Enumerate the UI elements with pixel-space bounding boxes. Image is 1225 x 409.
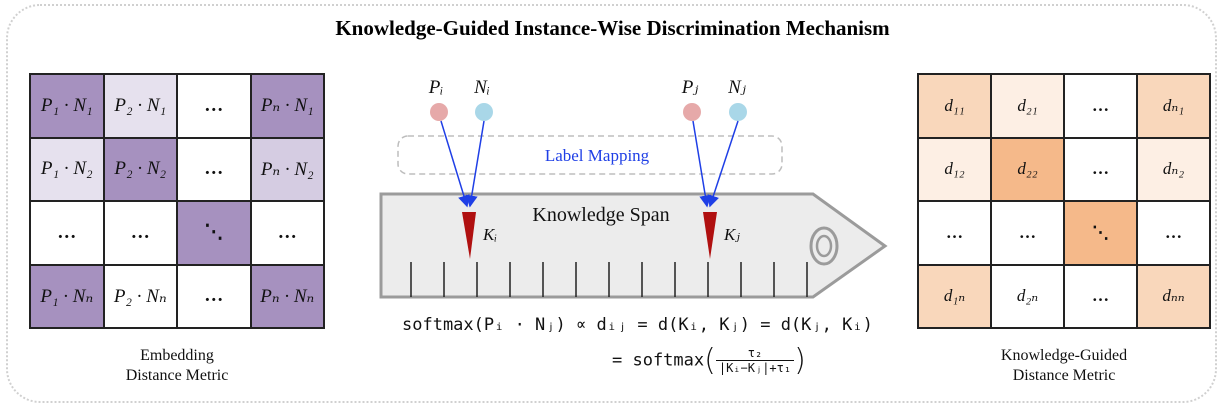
node-p-i-label: Pᵢ [428, 77, 444, 98]
embedding-caption: Embedding Distance Metric [29, 346, 325, 386]
outer-frame [6, 4, 1217, 403]
k-i-label: Kᵢ [482, 225, 497, 244]
k-j-label: Kⱼ [723, 225, 740, 244]
arrow-n-i [465, 120, 485, 208]
pointer-k-j [703, 212, 717, 259]
embedding-caption-line1: Embedding [140, 347, 214, 364]
embedding-cell-r4c2: P₂ · Nₙ [103, 264, 177, 328]
node-p-i [430, 103, 448, 121]
knowledge-cell-r4c4: dₙₙ [1137, 264, 1210, 328]
fraction-denominator: |Kᵢ−Kⱼ|+τ₁ [718, 361, 792, 375]
embedding-cell-r2c2: P₂ · N₂ [103, 137, 177, 201]
node-p-j [683, 103, 701, 121]
arrow-n-j [707, 120, 739, 208]
embedding-cell-r2c4: Pₙ · N₂ [250, 137, 324, 201]
knowledge-cell-r1c1: d₁₁ [918, 74, 991, 138]
knowledge-caption: Knowledge-Guided Distance Metric [917, 346, 1211, 386]
ruler-hole-outer [809, 226, 839, 266]
knowledge-cell-r1c3: … [1064, 74, 1137, 138]
node-p-j-label: Pⱼ [681, 77, 699, 98]
knowledge-cell-r4c3: … [1064, 264, 1137, 328]
ruler-hole-inner [815, 234, 833, 258]
knowledge-cell-r4c1: d₁ₙ [918, 264, 991, 328]
arrow-p-j [692, 120, 712, 208]
knowledge-span-label: Knowledge Span [532, 204, 669, 226]
node-n-j-label: Nⱼ [727, 77, 746, 98]
embedding-cell-r1c1: P₁ · N₁ [30, 74, 104, 138]
arrow-p-i [440, 120, 470, 208]
embedding-cell-r2c3: … [177, 137, 251, 201]
label-mapping-box [397, 135, 783, 175]
embedding-cell-r3c4: … [250, 201, 324, 265]
embedding-cell-r1c2: P₂ · N₁ [103, 74, 177, 138]
formula-fraction: τ₂|Kᵢ−Kⱼ|+τ₁ [715, 346, 795, 375]
formula-line1: softmax(Pᵢ · Nⱼ) ∝ dᵢⱼ = d(Kᵢ, Kⱼ) = d(K… [402, 315, 873, 335]
knowledge-cell-r3c2: … [991, 201, 1064, 265]
diagram-title: Knowledge-Guided Instance-Wise Discrimin… [335, 16, 890, 40]
knowledge-cell-r1c4: dₙ₁ [1137, 74, 1210, 138]
knowledge-cell-r2c4: dₙ₂ [1137, 137, 1210, 201]
knowledge-cell-r3c1: … [918, 201, 991, 265]
knowledge-cell-r4c2: d₂ₙ [991, 264, 1064, 328]
node-n-i-label: Nᵢ [473, 77, 490, 98]
knowledge-cell-r2c1: d₁₂ [918, 137, 991, 201]
node-n-i [475, 103, 493, 121]
knowledge-span-ruler [379, 192, 888, 299]
close-paren: ) [794, 343, 806, 378]
label-mapping-text: Label Mapping [545, 146, 650, 165]
embedding-cell-r4c1: P₁ · Nₙ [30, 264, 104, 328]
knowledge-caption-line1: Knowledge-Guided [1000, 347, 1128, 364]
knowledge-cell-r1c2: d₂₁ [991, 74, 1064, 138]
ruler-ticks [410, 262, 808, 297]
pointer-k-i [462, 212, 476, 259]
fraction-numerator: τ₂ [715, 346, 795, 361]
embedding-cell-r3c1: … [30, 201, 104, 265]
embedding-cell-r4c4: Pₙ · Nₙ [250, 264, 324, 328]
embedding-cell-r3c3: ⋱ [177, 201, 251, 265]
knowledge-cell-r2c2: d₂₂ [991, 137, 1064, 201]
knowledge-cell-r2c3: … [1064, 137, 1137, 201]
embedding-cell-r1c3: … [177, 74, 251, 138]
knowledge-cell-r3c3: ⋱ [1064, 201, 1137, 265]
formula-line2: = softmax(τ₂|Kᵢ−Kⱼ|+τ₁) [612, 343, 806, 378]
open-paren: ( [704, 343, 716, 378]
formula-line2-prefix: = softmax [612, 350, 705, 371]
embedding-cell-r1c4: Pₙ · N₁ [250, 74, 324, 138]
embedding-caption-line2: Distance Metric [125, 367, 229, 384]
node-n-j [729, 103, 747, 121]
embedding-cell-r2c1: P₁ · N₂ [30, 137, 104, 201]
embedding-cell-r4c3: … [177, 264, 251, 328]
embedding-cell-r3c2: … [103, 201, 177, 265]
knowledge-caption-line2: Distance Metric [1012, 367, 1116, 384]
knowledge-cell-r3c4: … [1137, 201, 1210, 265]
